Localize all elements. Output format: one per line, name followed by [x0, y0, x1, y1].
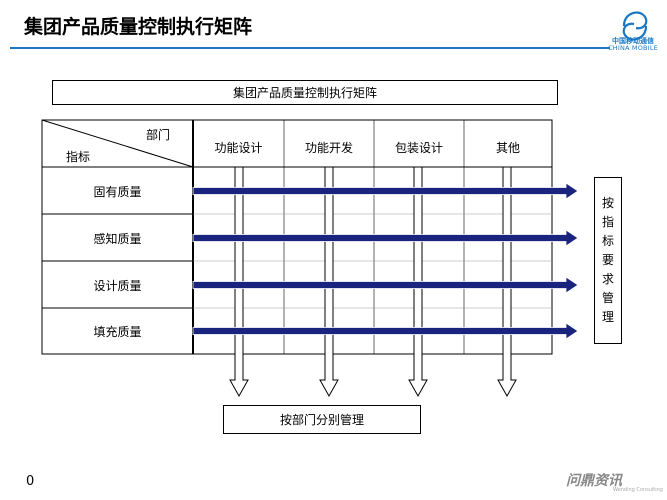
column-header-4: 其他	[495, 141, 520, 155]
side-label-char: 管	[601, 291, 614, 305]
matrix-title: 集团产品质量控制执行矩阵	[52, 80, 558, 105]
row-header-4: 填充质量	[93, 325, 142, 339]
right-arrow-4	[192, 322, 579, 340]
right-arrow-2	[192, 229, 579, 247]
right-arrow-3	[192, 276, 579, 294]
china-mobile-logo	[622, 11, 648, 41]
column-header-3: 包装设计	[394, 141, 443, 155]
title-divider	[10, 47, 610, 49]
watermark-brand: 问鼎资讯	[566, 473, 622, 489]
side-label-char: 标	[601, 234, 614, 248]
row-header-2: 感知质量	[93, 231, 142, 246]
corner-label-department: 部门	[146, 128, 171, 142]
corner-label-indicator: 指标	[66, 150, 91, 164]
side-label-char: 按	[601, 196, 614, 210]
column-header-2: 功能开发	[304, 141, 353, 155]
side-label-char: 指	[601, 215, 614, 229]
side-label-box: 按指标要求管理	[594, 177, 622, 344]
slide-title: 集团产品质量控制执行矩阵	[24, 16, 253, 38]
watermark-subtitle: Wending Consulting	[613, 487, 663, 493]
corner-diagonal	[41, 119, 194, 168]
row-header-1: 固有质量	[93, 184, 142, 199]
logo-text-cn: 中国移动通信	[612, 37, 654, 45]
bottom-label-box: 按部门分别管理	[223, 405, 421, 434]
page-number: 0	[26, 474, 35, 489]
logo-text-en: CHINA MOBILE	[608, 44, 658, 52]
row-header-3: 设计质量	[93, 278, 142, 293]
side-label-char: 要	[601, 253, 614, 267]
side-label-char: 理	[601, 310, 614, 324]
side-label-char: 求	[601, 272, 614, 286]
column-header-1: 功能设计	[214, 141, 263, 155]
right-arrow-1	[192, 182, 579, 200]
